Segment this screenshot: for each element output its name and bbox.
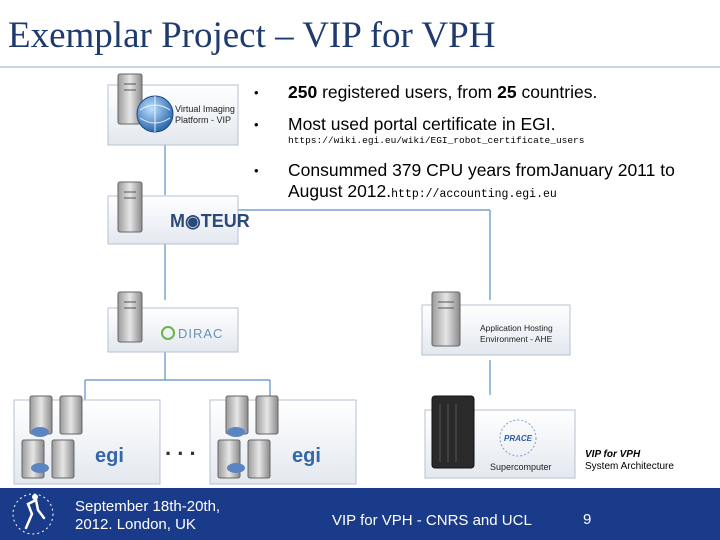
footer-center-text: VIP for VPH - CNRS and UCL	[332, 512, 532, 529]
diagram-caption: VIP for VPH System Architecture	[585, 449, 674, 473]
database-icon	[31, 427, 49, 437]
vip-node: Virtual Imaging Platform - VIP	[107, 73, 239, 146]
ellipsis: . . .	[165, 435, 196, 460]
egi-cluster-left: egi	[13, 395, 161, 485]
architecture-diagram: Virtual Imaging Platform - VIP M◉TEUR DI…	[13, 73, 576, 485]
page-number: 9	[583, 511, 592, 528]
ahe-label-2: Environment - AHE	[480, 334, 553, 344]
moteur-node: M◉TEUR	[107, 181, 250, 245]
prace-logo: PRACE	[504, 434, 533, 443]
dirac-node: DIRAC	[107, 291, 239, 353]
bullet-users: 250 registered users, from 25 countries.	[250, 82, 597, 103]
caption-line-2: System Architecture	[585, 461, 674, 472]
vip-label-1: Virtual Imaging	[175, 104, 235, 114]
supercomputer-node: PRACE Supercomputer	[424, 395, 576, 479]
egi-logo-right: egi	[292, 445, 321, 467]
egi-logo-left: egi	[95, 445, 124, 467]
footer-date: September 18th-20th, 2012. London, UK	[75, 498, 221, 533]
dirac-logo: DIRAC	[178, 326, 223, 341]
slide-title: Exemplar Project – VIP for VPH	[8, 15, 496, 56]
conference-logo-icon	[12, 493, 54, 535]
vip-label-2: Platform - VIP	[175, 115, 231, 125]
connection-lines	[84, 140, 491, 400]
ahe-label-1: Application Hosting	[480, 323, 553, 333]
egi-cluster-right: egi	[209, 395, 357, 485]
database-icon	[227, 463, 245, 473]
database-icon	[31, 463, 49, 473]
accounting-url[interactable]: http://accounting.egi.eu	[391, 188, 557, 201]
title-rule	[0, 66, 720, 68]
moteur-logo: M◉TEUR	[170, 211, 250, 231]
bullet-cpu-years: Consummed 379 CPU years fromJanuary 2011…	[250, 160, 710, 205]
certificate-url[interactable]: https://wiki.egi.eu/wiki/EGI_robot_certi…	[288, 135, 585, 146]
bullet-certificate: Most used portal certificate in EGI.	[250, 114, 555, 135]
dirac-dots-icon	[161, 326, 175, 340]
footer-bar: September 18th-20th, 2012. London, UK VI…	[0, 488, 720, 540]
supercomputer-label: Supercomputer	[490, 462, 552, 472]
ahe-node: Application Hosting Environment - AHE	[421, 291, 571, 356]
caption-line-1: VIP for VPH	[585, 449, 641, 460]
database-icon	[227, 427, 245, 437]
